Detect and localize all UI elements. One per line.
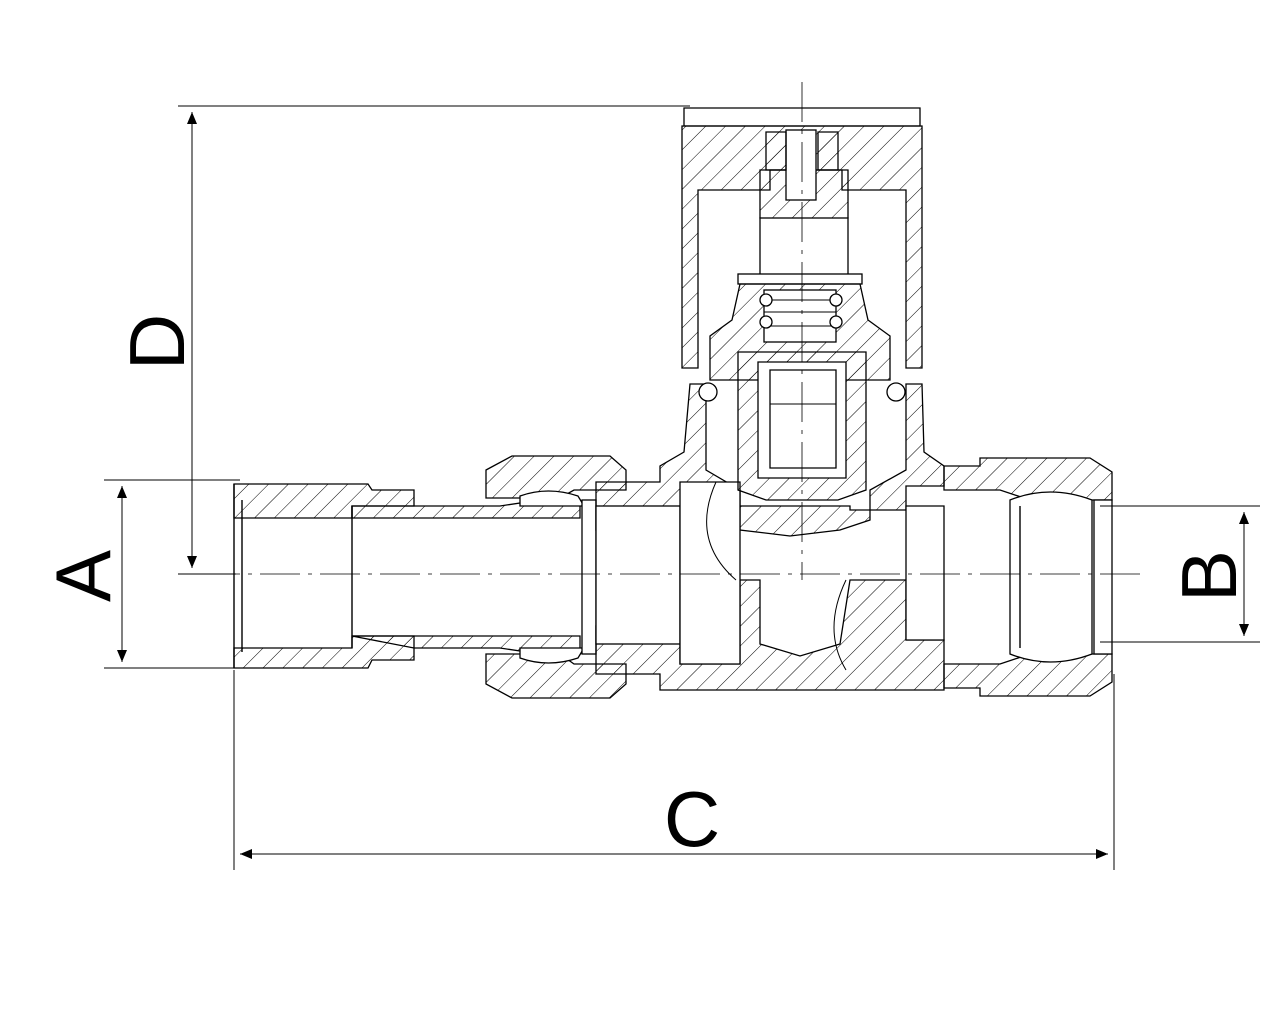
dimension-c [233, 670, 1115, 870]
dimension-b-label: B [1165, 550, 1253, 602]
dimension-a [104, 479, 240, 669]
valve-body [595, 383, 945, 691]
center-lines [200, 82, 1140, 580]
left-inlet [233, 483, 581, 669]
dimension-b [1100, 505, 1260, 643]
dimension-d [178, 105, 690, 575]
dimension-c-label: C [664, 775, 720, 863]
dimension-a-label: A [39, 550, 127, 602]
dimension-d-label: D [113, 314, 201, 370]
right-union-nut [943, 457, 1113, 697]
valve-head [681, 107, 923, 501]
